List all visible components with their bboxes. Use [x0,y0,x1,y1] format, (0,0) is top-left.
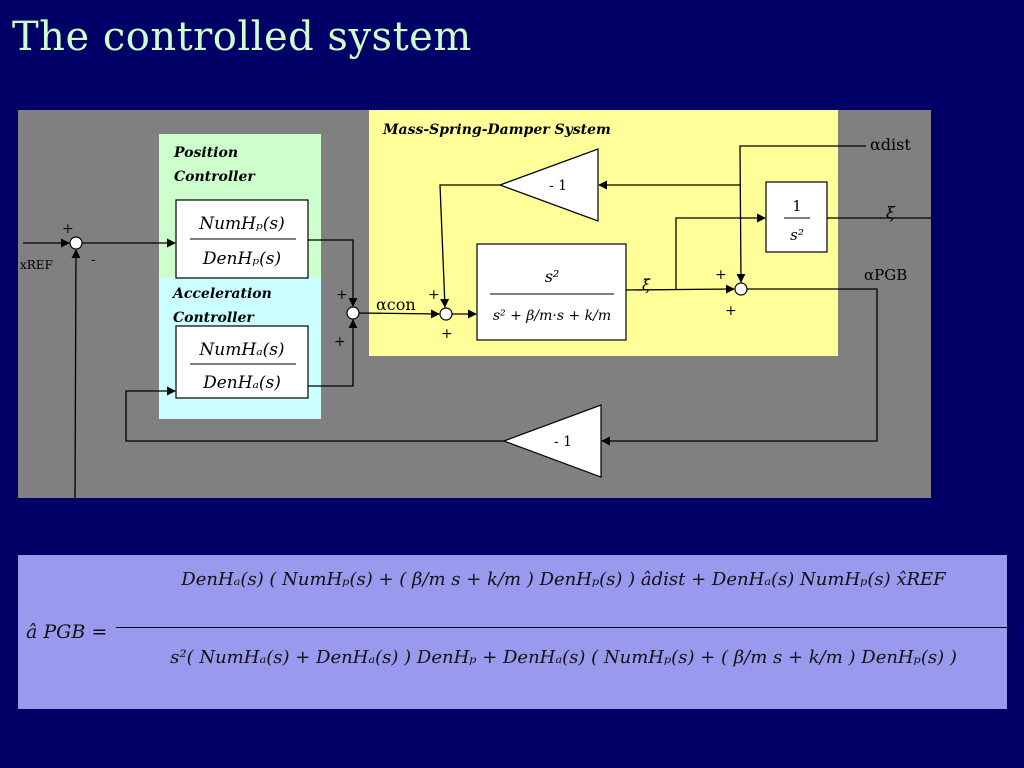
gain-bottom-label: - 1 [554,434,572,450]
equation-fraction-bar [116,627,1011,628]
acceleration-tf-denominator: DenHₐ(s) [202,373,281,393]
signal-a-con-label: αcon [376,295,416,314]
equation-lhs: â PGB = [26,621,108,643]
sign-controllers-top-plus: + [336,287,348,303]
position-controller-block: NumHₚ(s) DenHₚ(s) [175,199,309,279]
acceleration-controller-block: NumHₐ(s) DenHₐ(s) [175,325,309,399]
position-tf-denominator: DenHₚ(s) [202,249,281,269]
equation-numerator: DenHₐ(s) ( NumHₚ(s) + ( β/m s + k/m ) De… [181,569,946,590]
equation-panel: â PGB = DenHₐ(s) ( NumHₚ(s) + ( β/m s + … [18,555,1011,709]
plant-tf-denominator: s² + β/m·s + k/m [493,308,611,324]
position-controller-label-2: Controller [174,169,256,185]
sum-junction-controllers [346,306,360,320]
sum-junction-output [734,282,748,296]
acceleration-controller-label-2: Controller [173,310,255,326]
gain-top-triangle [498,148,599,222]
sign-ref-plus: + [62,221,74,237]
signal-xi-ddot-label: ξ̈ [642,276,651,294]
sign-plant-bottom-plus: + [441,326,453,342]
sign-ref-minus: - [91,252,96,268]
signal-x-ref-label: xREF [20,258,53,272]
sum-junction-ref [69,236,83,250]
sign-plant-top-plus: + [428,287,440,303]
signal-a-dist-label: αdist [870,135,911,154]
integrator-numerator: 1 [792,197,802,215]
acceleration-tf-numerator: NumHₐ(s) [198,340,284,360]
gain-bottom-triangle [502,404,602,478]
msd-system-label: Mass-Spring-Damper System [382,122,611,138]
acceleration-controller-label-1: Acceleration [171,286,272,302]
plant-tf-numerator: s² [545,267,560,286]
plant-transfer-function-block: s² s² + β/m·s + k/m [476,243,627,341]
equation-fraction: DenHₐ(s) ( NumHₚ(s) + ( β/m s + k/m ) De… [116,555,1011,709]
sign-controllers-bottom-plus: + [334,334,346,350]
signal-wires [23,145,931,498]
integrator-block: 1 s² [765,181,828,253]
sign-output-top-plus: + [715,267,727,283]
signal-a-pgb-label: αPGB [864,266,907,284]
integrator-denominator: s² [790,226,804,244]
slide-title: The controlled system [12,14,472,60]
position-controller-label-1: Position [173,145,238,161]
sum-junction-plant-input [439,307,453,321]
block-diagram: Mass-Spring-Damper System Position Contr… [18,110,931,498]
equation-denominator: s²( NumHₐ(s) + DenHₐ(s) ) DenHₚ + DenHₐ(… [170,647,957,668]
position-tf-numerator: NumHₚ(s) [198,214,285,234]
gain-top-label: - 1 [549,178,567,194]
sign-output-bottom-plus: + [725,303,737,319]
signal-xi-label: ξ [886,203,896,222]
